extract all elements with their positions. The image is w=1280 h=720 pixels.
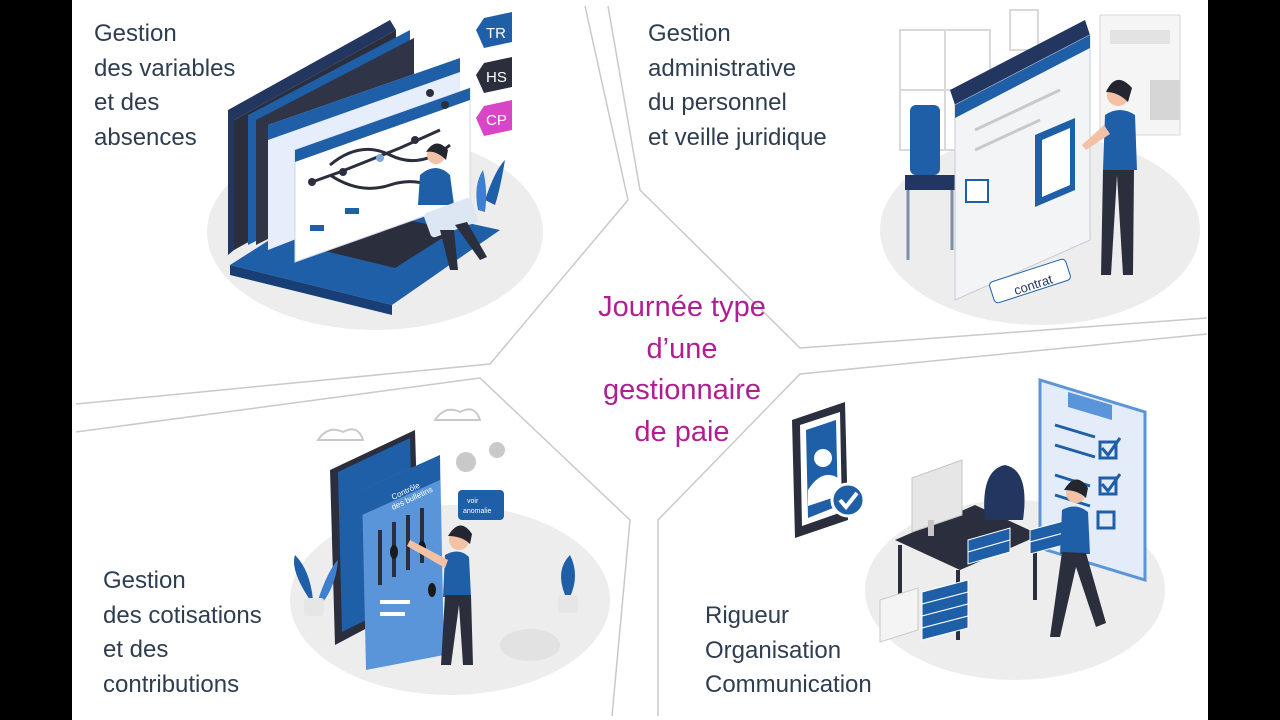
divider-bottom-right: [657, 333, 1208, 716]
text-line: Organisation: [705, 636, 842, 664]
quadrant-bottom-left-text: Gestion des cotisations et des contribut…: [103, 564, 262, 702]
text-line: Gestion: [94, 20, 177, 47]
tag-tr: TR: [476, 12, 512, 48]
diagram-canvas: TR HS CP: [72, 0, 1208, 720]
center-title-line: d’une: [646, 332, 718, 365]
center-title-line: de paie: [634, 415, 730, 448]
tag-cp: CP: [476, 100, 512, 136]
text-line: Gestion: [648, 20, 731, 47]
text-line: Rigueur: [705, 602, 790, 629]
text-line: et veille juridique: [648, 123, 827, 151]
svg-text:anomalie: anomalie: [463, 508, 492, 515]
text-line: Gestion: [103, 567, 186, 594]
cotisations-illustration: Contrôle des bulletins voir anomalie: [290, 408, 610, 695]
divider-bottom-left: [75, 377, 631, 717]
admin-illustration: contrat: [880, 9, 1200, 325]
tag-hs: HS: [476, 57, 512, 93]
illustrations: TR HS CP: [207, 9, 1200, 695]
text-line: des cotisations: [103, 601, 262, 629]
divider-lines: [75, 5, 1208, 717]
text-line: et des: [94, 89, 160, 116]
svg-text:HS: HS: [486, 69, 507, 86]
text-line: administrative: [648, 54, 797, 82]
text-line: contributions: [103, 670, 240, 698]
svg-text:CP: CP: [486, 112, 507, 129]
quadrant-top-left-text: Gestion des variables et des absences: [94, 17, 235, 155]
text-line: et des: [103, 636, 169, 663]
text-line: du personnel: [648, 89, 787, 116]
laptop-illustration: [207, 20, 543, 330]
text-line: Communication: [705, 671, 872, 698]
quadrant-top-right-text: Gestion administrative du personnel et v…: [648, 17, 827, 155]
divider-top-right: [607, 5, 1208, 349]
quadrant-bottom-right-text: Rigueur Organisation Communication: [705, 599, 872, 703]
svg-text:TR: TR: [486, 25, 506, 42]
center-title-line: Journée type: [598, 291, 766, 323]
text-line: absences: [94, 123, 197, 151]
text-line: des variables: [94, 54, 236, 82]
center-title-line: gestionnaire: [603, 374, 761, 406]
svg-text:voir: voir: [467, 498, 479, 505]
divider-top-left: [75, 5, 629, 405]
center-title: Journée type d’une gestionnaire de paie: [532, 287, 832, 453]
organisation-illustration: [792, 377, 1165, 680]
